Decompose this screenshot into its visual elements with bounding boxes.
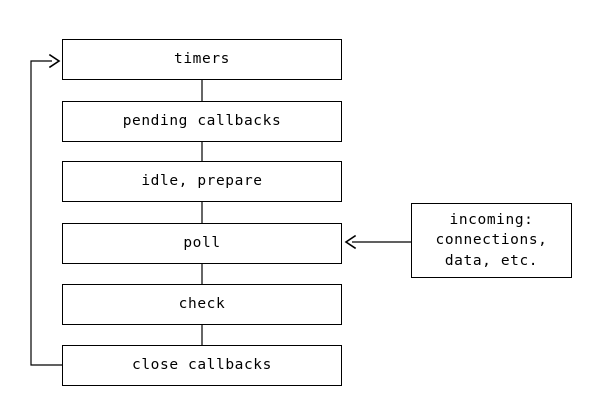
phase-box-pending-callbacks[interactable]: pending callbacks: [62, 101, 342, 142]
incoming-note-box[interactable]: incoming: connections, data, etc.: [411, 203, 572, 278]
arrowhead-into-timers-icon: [48, 53, 61, 69]
incoming-note-line-1: incoming:: [449, 211, 534, 228]
phase-label-pending-callbacks: pending callbacks: [122, 113, 282, 130]
phase-box-poll[interactable]: poll: [62, 223, 342, 264]
phase-label-close-callbacks: close callbacks: [132, 357, 272, 374]
phase-label-check: check: [178, 296, 226, 313]
incoming-note-line-3: data, etc.: [444, 252, 539, 269]
connector-close-to-timers-loop: [30, 60, 62, 366]
phase-label-idle-prepare: idle, prepare: [141, 173, 263, 190]
arrowhead-into-poll-icon: [344, 234, 357, 250]
phase-box-check[interactable]: check: [62, 284, 342, 325]
phase-box-idle-prepare[interactable]: idle, prepare: [62, 161, 342, 202]
phase-box-timers[interactable]: timers: [62, 39, 342, 80]
phase-label-timers: timers: [174, 51, 230, 68]
phase-label-poll: poll: [183, 235, 221, 252]
phase-box-close-callbacks[interactable]: close callbacks: [62, 345, 342, 386]
incoming-note-line-2: connections,: [435, 232, 548, 249]
